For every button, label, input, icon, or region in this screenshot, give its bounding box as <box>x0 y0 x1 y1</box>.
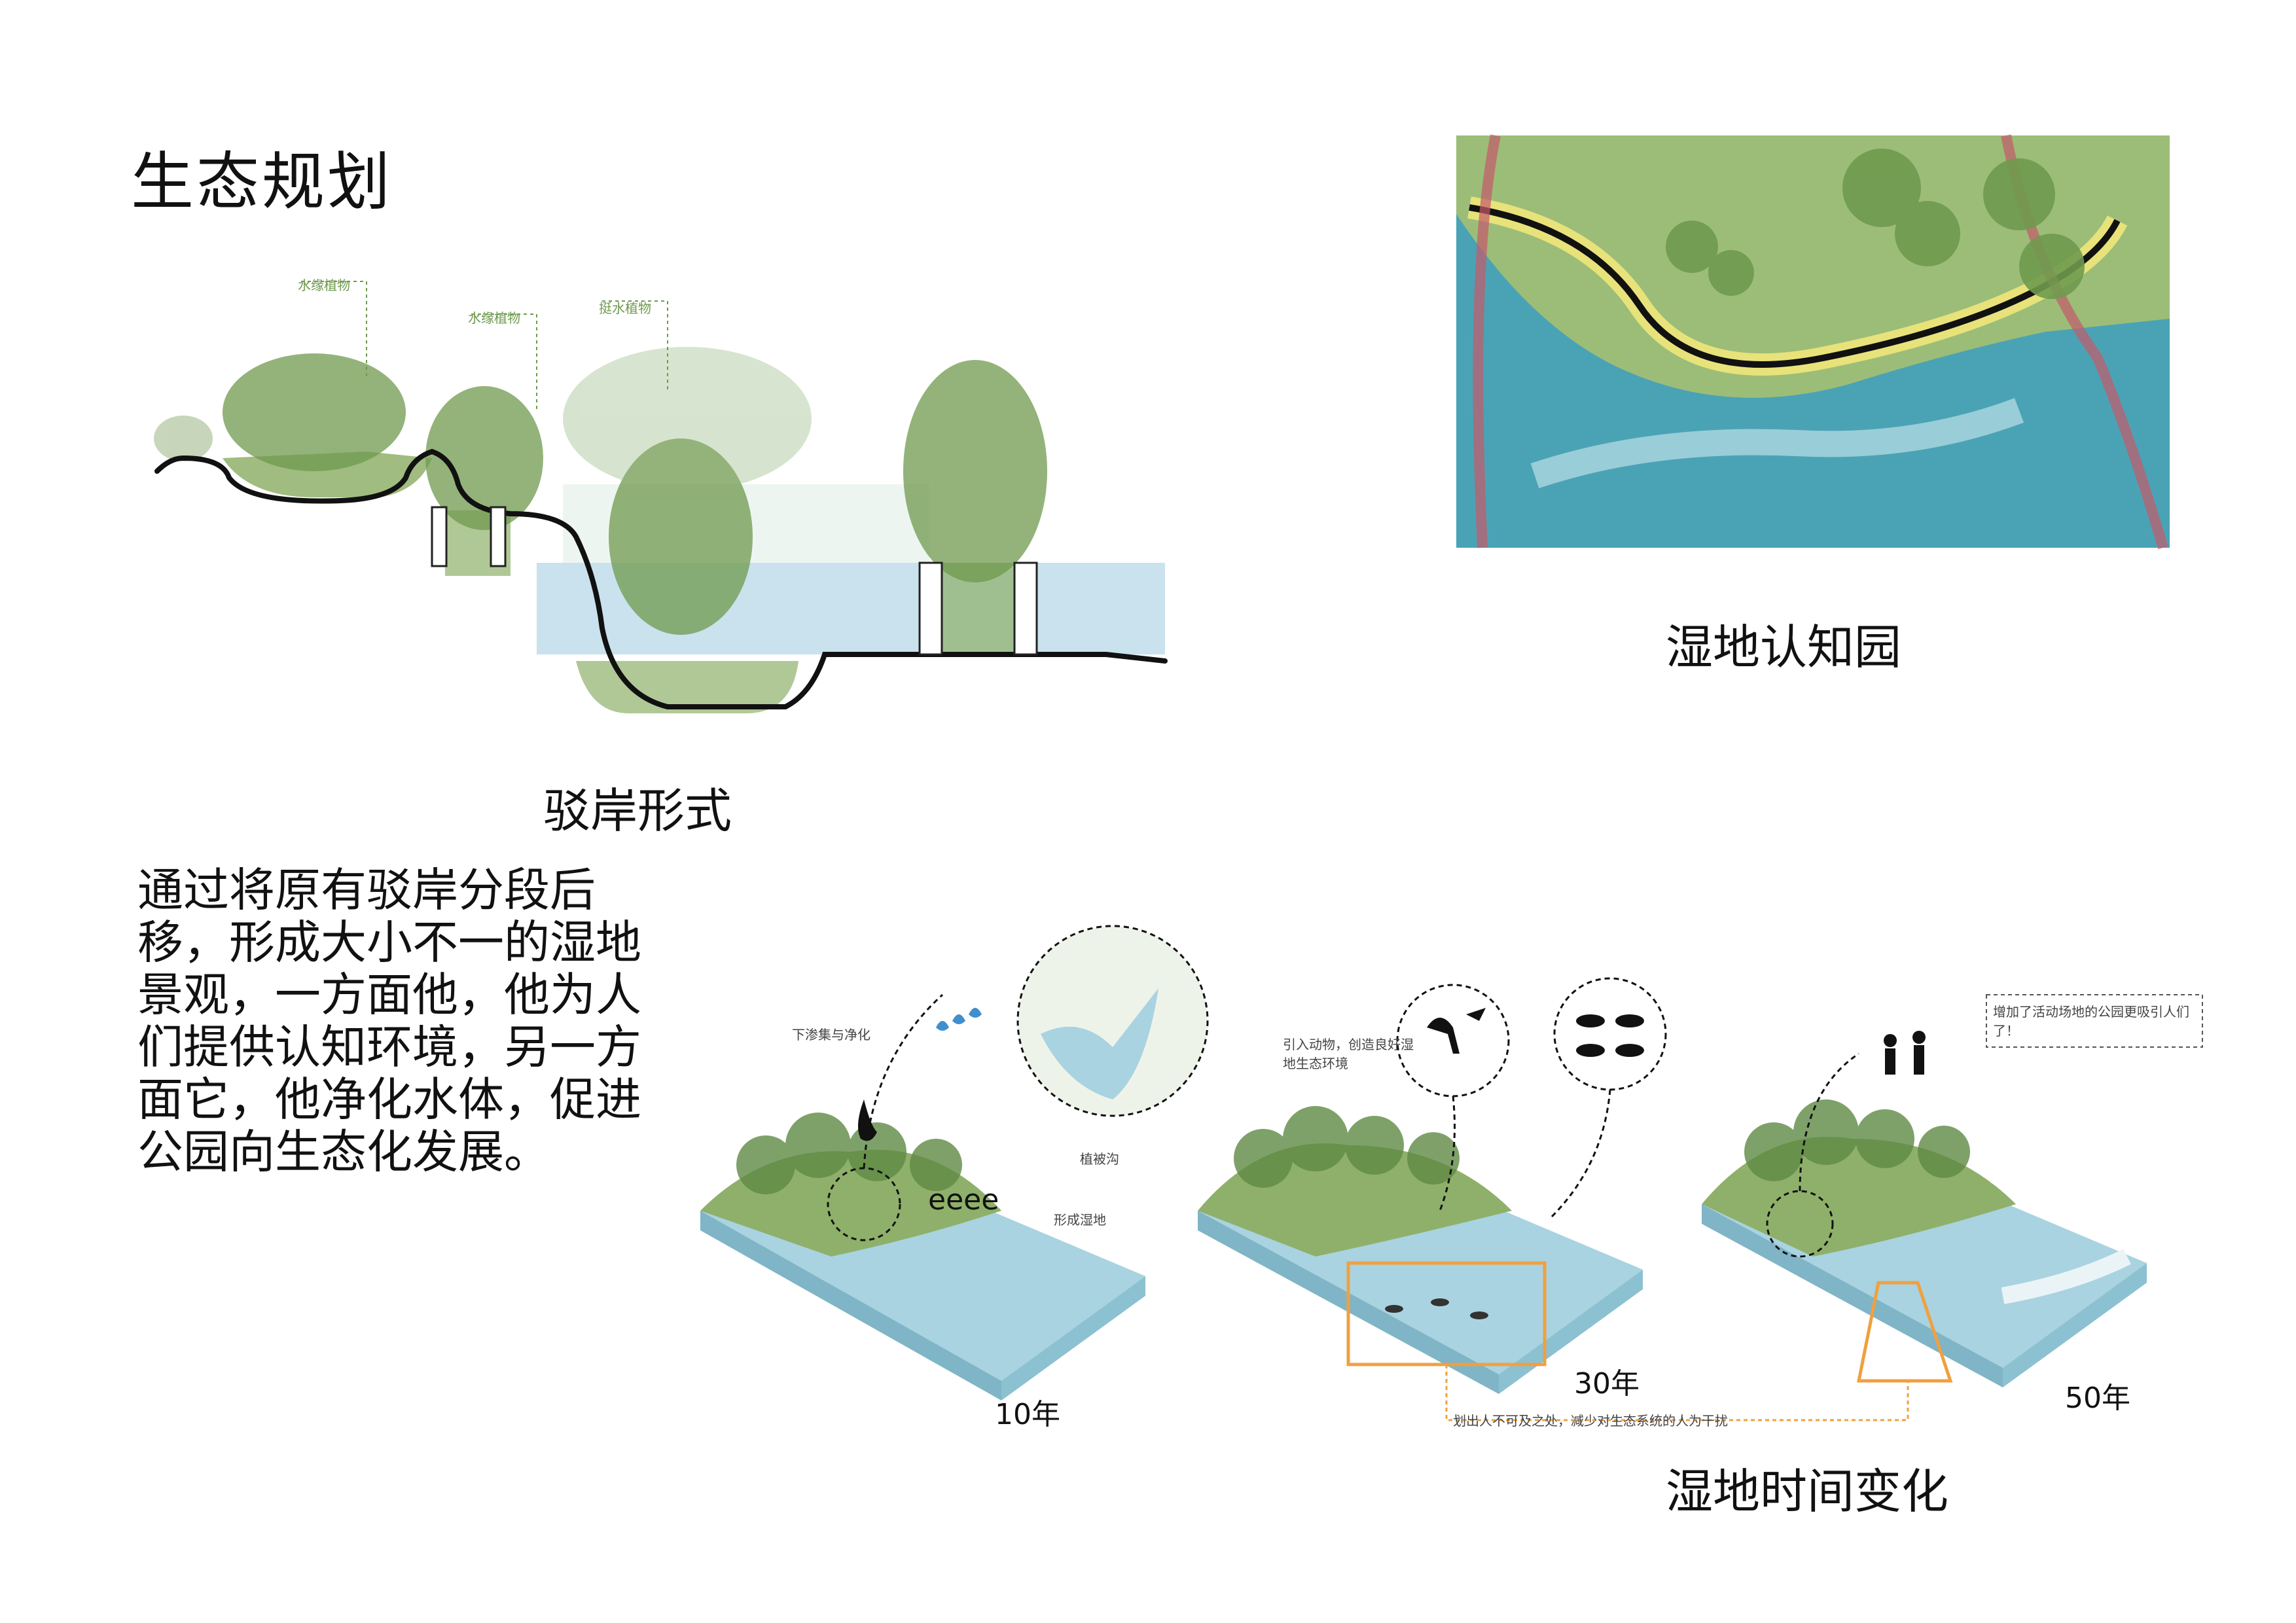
revetment-section-diagram <box>154 281 1168 713</box>
wetland-park-caption: 湿地认知园 <box>1666 620 1902 675</box>
label-emergent-plants: 挺水植物 <box>599 300 651 316</box>
description-text: 通过将原有驳岸分段后移，形成大小不一的湿地景观，一方面他，他为人们提供认知环境，… <box>137 863 641 1179</box>
block-50-years <box>1702 1099 2147 1387</box>
year-50: 50年 <box>2065 1382 2130 1415</box>
year-10: 10年 <box>995 1398 1060 1431</box>
label-waterside-plants-1: 水缘植物 <box>298 277 350 293</box>
block-30-years <box>1198 1106 1643 1394</box>
timeline-caption: 湿地时间变化 <box>1666 1464 1949 1519</box>
label-people: 增加了活动场地的公园更吸引人们了！ <box>1993 1004 2189 1039</box>
label-waterside-plants-2: 水缘植物 <box>468 310 520 326</box>
overlay-text: eeee <box>928 1183 999 1217</box>
label-water-collect: 下渗集与净化 <box>792 1027 870 1043</box>
label-wetland: 形成湿地 <box>1054 1212 1106 1228</box>
wetland-park-aerial-image <box>1456 134 2170 550</box>
block-10-years <box>700 993 1145 1400</box>
wetland-timeline-diagram <box>700 925 2203 1421</box>
page-title: 生态规划 <box>131 145 393 219</box>
label-animals: 引入动物，创造良好湿地生态环境 <box>1283 1037 1414 1071</box>
label-note: 划出人不可及之处，减少对生态系统的人为干扰 <box>1453 1413 1728 1429</box>
revetment-caption: 驳岸形式 <box>543 783 732 838</box>
label-plants: 植被沟 <box>1080 1151 1119 1167</box>
year-30: 30年 <box>1574 1367 1640 1400</box>
